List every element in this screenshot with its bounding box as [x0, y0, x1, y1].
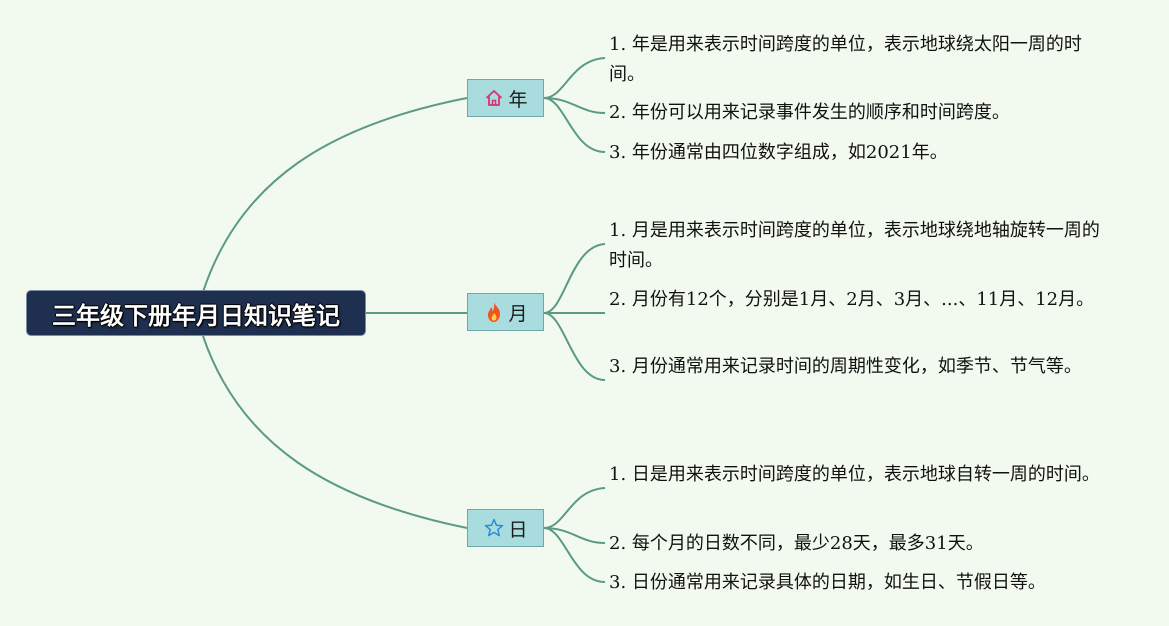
branch-month[interactable]: 月	[467, 293, 544, 331]
branch-year-label: 年	[508, 88, 528, 111]
star-icon	[483, 517, 505, 539]
root-to-year	[202, 97, 468, 293]
leaf-month-1: 1. 月是用来表示时间跨度的单位，表示地球绕地轴旋转一周的时间。	[609, 220, 1100, 271]
branch-day-label: 日	[508, 518, 528, 541]
leaf-year-1: 1. 年是用来表示时间跨度的单位，表示地球绕太阳一周的时间。	[609, 34, 1082, 85]
year-to-leaf-3	[543, 97, 606, 153]
flame-icon	[483, 301, 505, 323]
leaf-month-2: 2. 月份有12个，分别是1月、2月、3月、...、11月、12月。	[609, 289, 1095, 310]
leaf-month-3: 3. 月份通常用来记录时间的周期性变化，如季节、节气等。	[609, 356, 1082, 377]
branch-month-label: 月	[508, 302, 528, 325]
day-to-leaf-2	[543, 527, 606, 544]
year-to-leaf-2	[543, 97, 606, 114]
leaf-year-2: 2. 年份可以用来记录事件发生的顺序和时间跨度。	[609, 102, 1010, 123]
leaf-day-3: 3. 日份通常用来记录具体的日期，如生日、节假日等。	[609, 572, 1046, 593]
month-to-leaf-1	[543, 243, 606, 314]
leaf-day-2: 2. 每个月的日数不同，最少28天，最多31天。	[609, 533, 984, 554]
house-icon	[483, 87, 505, 109]
root-to-day	[202, 335, 468, 529]
leaf-day-1: 1. 日是用来表示时间跨度的单位，表示地球自转一周的时间。	[609, 464, 1100, 485]
day-to-leaf-1	[543, 487, 606, 529]
month-to-leaf-3	[543, 312, 606, 381]
year-to-leaf-1	[543, 57, 606, 99]
branch-year[interactable]: 年	[467, 79, 544, 117]
leaf-year-3: 3. 年份通常由四位数字组成，如2021年。	[609, 142, 948, 163]
day-to-leaf-3	[543, 527, 606, 583]
root-topic-label: 三年级下册年月日知识笔记	[52, 301, 340, 330]
root-topic[interactable]: 三年级下册年月日知识笔记	[26, 290, 366, 336]
branch-day[interactable]: 日	[467, 509, 544, 547]
